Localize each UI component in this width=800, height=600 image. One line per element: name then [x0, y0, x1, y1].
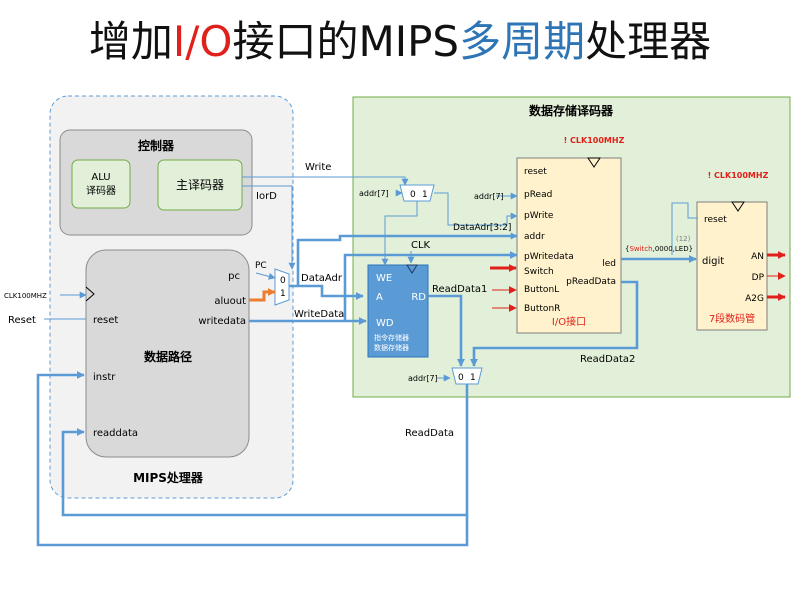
datapath-label: 数据路径	[144, 349, 192, 364]
iord-mux-zero: 0	[280, 276, 286, 286]
io-interface-label: I/O接口	[552, 315, 586, 328]
main-decoder-label: 主译码器	[176, 178, 224, 192]
we-wire	[381, 201, 418, 266]
io-port-switch: Switch	[524, 267, 554, 277]
mips-processor-label: MIPS处理器	[133, 470, 204, 485]
label-addr7-write-mux: addr[7]	[359, 189, 389, 198]
datapath-clock-triangle	[85, 286, 95, 302]
seg7-port-an: AN	[751, 252, 764, 262]
title-part-io: I/O	[172, 17, 233, 66]
instr-feedback-bus	[36, 371, 469, 547]
alu-decoder-label-2: 译码器	[86, 185, 116, 197]
label-addr7-readdata-mux: addr[7]	[408, 374, 438, 383]
dataadr32-bus	[296, 234, 517, 286]
port-aluout: aluout	[214, 296, 246, 307]
memory-block	[367, 264, 429, 358]
title-part-3: 接口的MIPS	[232, 17, 460, 66]
label-dataadr: DataAdr	[301, 273, 343, 284]
io-port-reset: reset	[524, 167, 547, 177]
label-reset-input: Reset	[8, 315, 36, 326]
title-part-5: 处理器	[585, 17, 712, 66]
write-mux-one: 1	[422, 190, 428, 200]
port-writedata: writedata	[198, 316, 246, 327]
label-readdata: ReadData	[405, 428, 454, 439]
seg7-port-reset: reset	[704, 215, 727, 225]
memory-we: WE	[376, 273, 392, 284]
label-clk: CLK	[411, 240, 431, 251]
label-pc: PC	[255, 261, 267, 271]
readdata-mux-zero: 0	[458, 373, 464, 383]
label-addr7-pread: addr[7]	[474, 192, 504, 201]
dataadr-bus	[289, 284, 364, 300]
memory-wd: WD	[376, 318, 394, 329]
seg7-reset-wire	[671, 202, 698, 255]
label-clk-input: CLK100MHZ	[4, 292, 47, 300]
label-led-bus: {Switch,0000,LED}	[625, 245, 693, 253]
slide-title: 增加I/O接口的MIPS多周期处理器	[0, 14, 800, 70]
io-clock-triangle	[587, 157, 601, 168]
port-instr: instr	[93, 372, 116, 383]
alu-decoder-box	[71, 159, 131, 209]
io-port-pread: pRead	[524, 190, 552, 200]
port-reset: reset	[93, 315, 118, 326]
label-readdata2: ReadData2	[580, 354, 635, 365]
pc-wire	[255, 272, 276, 280]
memory-rd: RD	[411, 292, 426, 303]
iord-wire	[242, 185, 296, 270]
io-interface-block	[516, 157, 622, 334]
port-pc: pc	[228, 271, 240, 282]
io-port-led: led	[602, 259, 616, 269]
memory-caption-2: 数据存储器	[374, 343, 409, 352]
iord-mux	[274, 268, 290, 306]
datapath-box	[85, 249, 250, 458]
memory-clock-triangle	[406, 264, 418, 274]
write-mux	[399, 184, 435, 202]
readdata-mux-one: 1	[470, 373, 476, 383]
io-port-pwrite: pWrite	[524, 211, 554, 221]
title-part-1: 增加	[88, 17, 173, 66]
label-readdata1: ReadData1	[432, 284, 487, 295]
io-clock-label: ! CLK100MHZ	[564, 136, 625, 145]
io-port-buttonl: ButtonL	[524, 285, 559, 295]
label-iord: IorD	[256, 191, 277, 202]
label-write: Write	[305, 162, 331, 173]
label-dataadr32: DataAdr[3:2]	[453, 223, 511, 233]
decoder-region-label: 数据存储译码器	[529, 103, 614, 118]
seg7-port-digit: digit	[702, 256, 724, 267]
memory-caption-1: 指令存储器	[374, 333, 409, 342]
pwrite-wire	[434, 192, 518, 226]
alu-decoder-label-1: ALU	[91, 172, 110, 183]
port-readdata: readdata	[93, 428, 138, 439]
io-port-pwritedata: pWritedata	[524, 252, 574, 262]
label-bus-width: (12)	[676, 235, 691, 243]
main-decoder-box	[157, 159, 243, 211]
seg7-block	[696, 201, 768, 331]
write-mux-zero: 0	[410, 190, 416, 200]
iord-mux-one: 1	[280, 289, 286, 299]
readdata-feedback-bus	[61, 384, 469, 517]
write-wire	[242, 176, 409, 186]
readdata-mux	[451, 367, 483, 385]
aluout-wire	[249, 288, 276, 302]
seg7-clock-label: ! CLK100MHZ	[708, 171, 769, 180]
seg7-label: 7段数码管	[709, 312, 755, 325]
io-port-buttonr: ButtonR	[524, 304, 560, 314]
seg7-port-dp: DP	[752, 273, 765, 283]
memory-a: A	[376, 292, 383, 303]
readdata1-bus	[428, 294, 465, 367]
title-part-multicycle: 多周期	[459, 17, 586, 66]
seg7-port-a2g: A2G	[745, 294, 764, 304]
label-writedata: WriteData	[294, 309, 344, 320]
seg7-clock-triangle	[731, 201, 745, 212]
controller-label: 控制器	[138, 138, 175, 153]
io-port-addr: addr	[524, 232, 545, 242]
io-port-preaddata: pReadData	[566, 277, 616, 287]
pwritedata-bus	[343, 251, 518, 321]
readdata2-bus	[470, 280, 639, 367]
